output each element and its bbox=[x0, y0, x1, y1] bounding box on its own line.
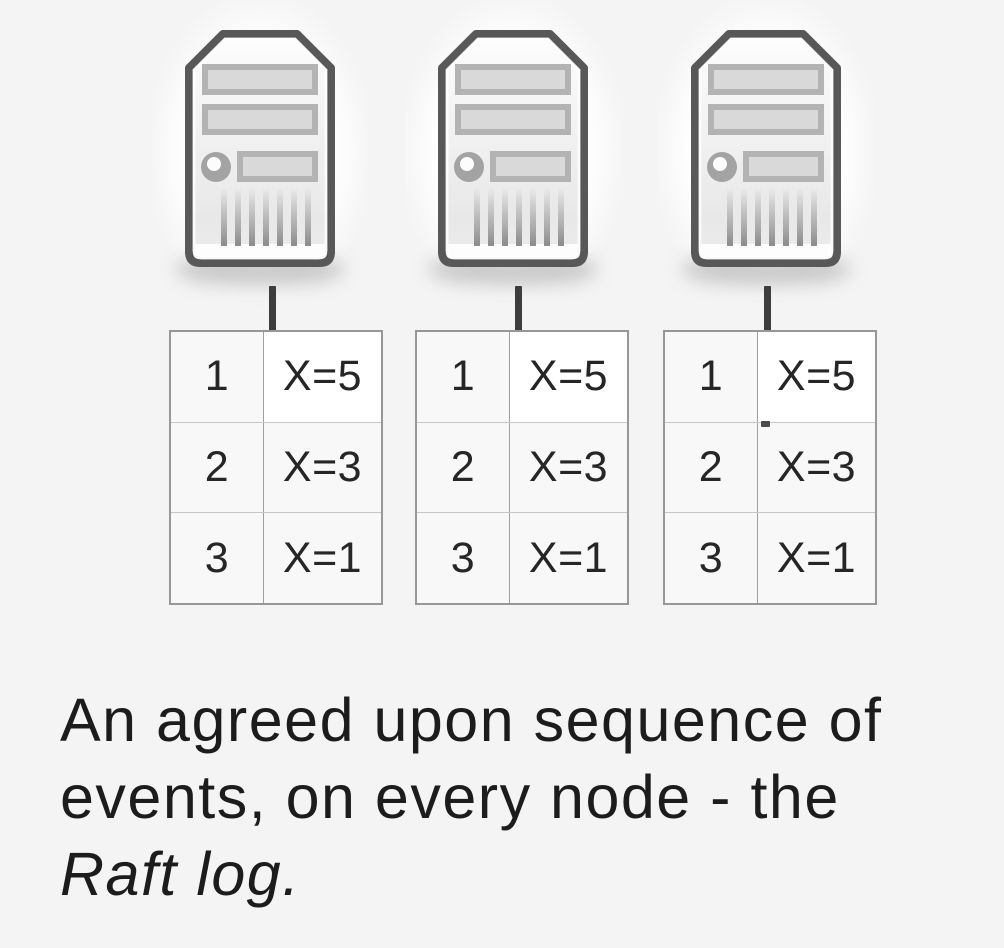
log-row: 2 X=3 bbox=[415, 421, 629, 514]
log-entry-cell: X=1 bbox=[263, 512, 383, 605]
log-row: 3 X=1 bbox=[169, 512, 383, 605]
log-index-cell: 2 bbox=[663, 421, 758, 514]
log-entry-cell: X=3 bbox=[509, 421, 629, 514]
log-index-cell: 3 bbox=[415, 512, 510, 605]
connector-line bbox=[515, 286, 522, 332]
caption-line-3: Raft log. bbox=[60, 836, 980, 913]
log-row: 2 X=3 bbox=[169, 421, 383, 514]
log-entry-cell: X=1 bbox=[757, 512, 877, 605]
log-row: 3 X=1 bbox=[415, 512, 629, 605]
log-row: 1 X=5 bbox=[663, 330, 877, 423]
server-tower-icon bbox=[691, 30, 841, 267]
raft-log-table-1: 1 X=5 2 X=3 3 X=1 bbox=[169, 330, 383, 605]
caption-line-1: An agreed upon sequence of bbox=[60, 686, 883, 754]
server-tower-icon bbox=[438, 30, 588, 267]
caption-italic-term: Raft log. bbox=[60, 840, 301, 908]
log-entry-cell: X=5 bbox=[509, 330, 629, 423]
caption-text: An agreed upon sequence of events, on ev… bbox=[60, 682, 980, 913]
server-tower-icon bbox=[185, 30, 335, 267]
log-index-cell: 2 bbox=[169, 421, 264, 514]
log-index-cell: 3 bbox=[169, 512, 264, 605]
connector-line bbox=[269, 286, 276, 332]
log-row: 3 X=1 bbox=[663, 512, 877, 605]
log-row: 2 X=3 bbox=[663, 421, 877, 514]
log-index-cell: 1 bbox=[663, 330, 758, 423]
log-entry-cell: X=5 bbox=[263, 330, 383, 423]
log-index-cell: 1 bbox=[169, 330, 264, 423]
log-entry-cell: X=5 bbox=[757, 330, 877, 423]
log-entry-cell: X=3 bbox=[263, 421, 383, 514]
log-index-cell: 3 bbox=[663, 512, 758, 605]
log-row: 1 X=5 bbox=[415, 330, 629, 423]
log-index-cell: 1 bbox=[415, 330, 510, 423]
connector-line bbox=[764, 286, 771, 332]
raft-log-table-2: 1 X=5 2 X=3 3 X=1 bbox=[415, 330, 629, 605]
raft-log-table-3: 1 X=5 2 X=3 3 X=1 bbox=[663, 330, 877, 605]
log-row: 1 X=5 bbox=[169, 330, 383, 423]
log-index-cell: 2 bbox=[415, 421, 510, 514]
log-entry-cell: X=3 bbox=[757, 421, 877, 514]
caption-line-2: events, on every node - the bbox=[60, 763, 840, 831]
log-entry-cell: X=1 bbox=[509, 512, 629, 605]
stray-mark bbox=[761, 421, 770, 427]
